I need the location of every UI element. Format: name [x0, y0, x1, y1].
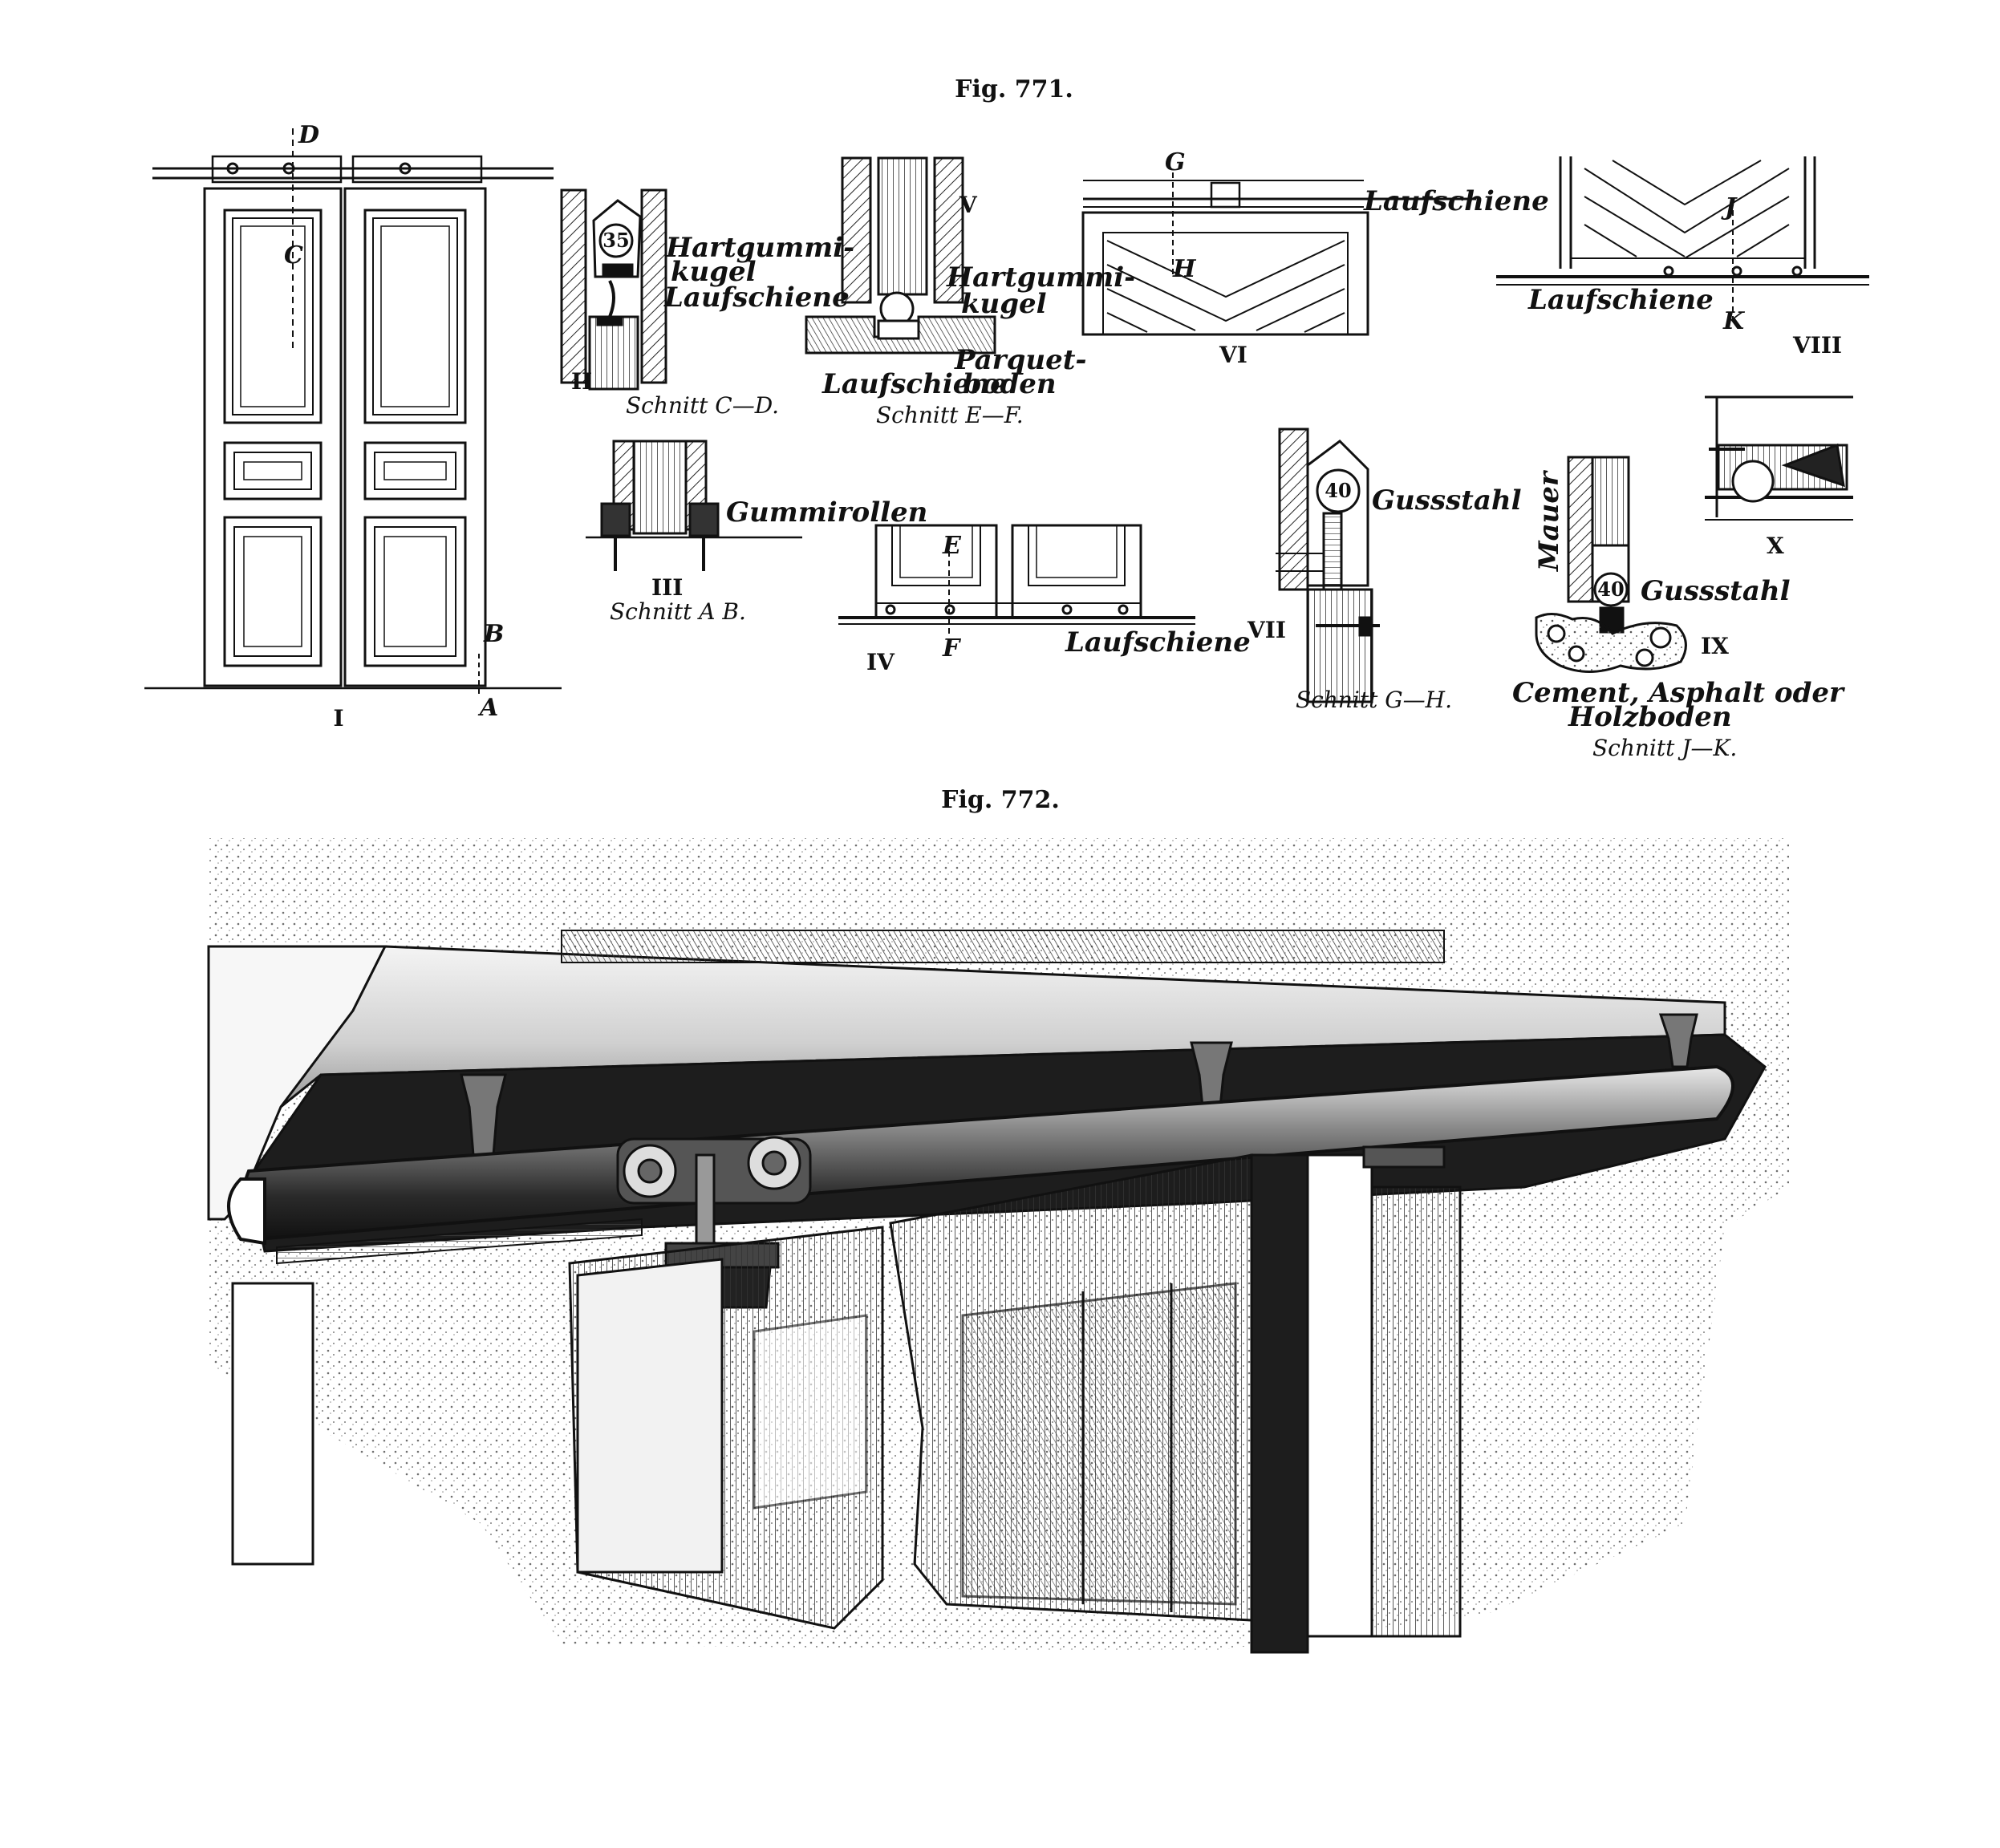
view-iv-mark-e: E [942, 532, 962, 560]
view-i-door-elevation [144, 128, 562, 698]
view-ii-caption: Schnitt C—D. [626, 392, 779, 419]
rail-hangers [460, 1013, 1698, 1157]
view-vi-mark-g: G [1165, 148, 1186, 176]
view-ix-label-cement: Cement, Asphalt oder [1512, 677, 1845, 709]
view-ix-dimension: 40 [1597, 578, 1624, 601]
view-iii-section-ab [586, 440, 802, 571]
view-v-section-ef [805, 156, 996, 355]
view-iv-numeral: IV [866, 649, 895, 675]
right-jamb-post [1250, 1145, 1462, 1654]
view-vi-door-top [1081, 172, 1476, 336]
view-ix-label-holzboden: Holzboden [1568, 701, 1732, 733]
view-ii-label-laufschiene: Laufschiene [663, 282, 850, 314]
view-i-mark-d: D [298, 121, 319, 149]
view-i-numeral: I [333, 705, 343, 732]
view-v-label-laufschiene: Laufschiene [822, 368, 1008, 400]
view-vii-caption: Schnitt G—H. [1296, 687, 1452, 713]
fig772-title: Fig. 772. [941, 786, 1060, 814]
view-ix-caption: Schnitt J—K. [1592, 735, 1737, 761]
view-iii-caption: Schnitt A B. [610, 598, 746, 625]
fig771-title: Fig. 771. [955, 75, 1073, 103]
view-x-numeral: X [1767, 533, 1784, 559]
view-vii-numeral: VII [1247, 617, 1286, 643]
view-v-label-boden: boden [963, 368, 1057, 400]
rail-flange [276, 1218, 643, 1265]
view-ii-section-cd [560, 188, 667, 391]
view-ix-label-gussstahl: Gussstahl [1641, 575, 1791, 607]
view-iii-label-gummirollen: Gummirollen [726, 496, 927, 529]
rail-end-profile [227, 1177, 266, 1246]
view-iv-mark-f: F [942, 634, 962, 663]
view-v-label-kugel: kugel [961, 288, 1047, 320]
right-door-leaf [889, 1153, 1253, 1622]
view-iv-door-bottom [838, 524, 1195, 634]
view-vi-mark-h: H [1172, 255, 1197, 283]
view-ii-dimension: 35 [602, 229, 629, 252]
view-ix-label-mauer: Mauer [1533, 470, 1565, 572]
view-ii-label-kugel: kugel [671, 256, 757, 288]
view-ix-numeral: IX [1701, 633, 1729, 659]
view-viii-mark-j: J [1721, 193, 1738, 221]
view-viii-numeral: VIII [1792, 332, 1842, 359]
view-ii-numeral: II [571, 368, 592, 395]
view-vii-label-gussstahl: Gussstahl [1372, 484, 1522, 517]
view-v-caption: Schnitt E—F. [876, 402, 1024, 428]
view-viii-door-bottom [1496, 156, 1869, 321]
view-i-mark-b: B [483, 620, 504, 648]
view-ii-label-hartgummi: Hartgummi- [665, 232, 854, 264]
view-ix-section-jk [1535, 456, 1687, 673]
view-viii-label-laufschiene: Laufschiene [1527, 284, 1714, 316]
view-vi-label-laufschiene: Laufschiene [1363, 185, 1549, 217]
view-x-detail [1705, 395, 1853, 521]
view-vii-dimension: 40 [1325, 479, 1351, 502]
ceiling-joists [561, 930, 1445, 963]
view-i-mark-a: A [477, 694, 498, 722]
left-jamb [231, 1282, 314, 1566]
view-v-label-parquet: Parquet- [954, 344, 1087, 376]
view-v-numeral: V [959, 192, 978, 218]
view-viii-mark-k: K [1722, 307, 1746, 335]
view-iv-label-laufschiene: Laufschiene [1065, 626, 1251, 659]
view-vi-numeral: VI [1219, 342, 1247, 368]
view-vii-section-gh [1276, 428, 1380, 703]
view-i-mark-c: C [284, 241, 303, 270]
fig772-perspective [207, 838, 1789, 1654]
left-door-leaf [568, 1226, 884, 1630]
view-iii-numeral: III [651, 574, 683, 601]
